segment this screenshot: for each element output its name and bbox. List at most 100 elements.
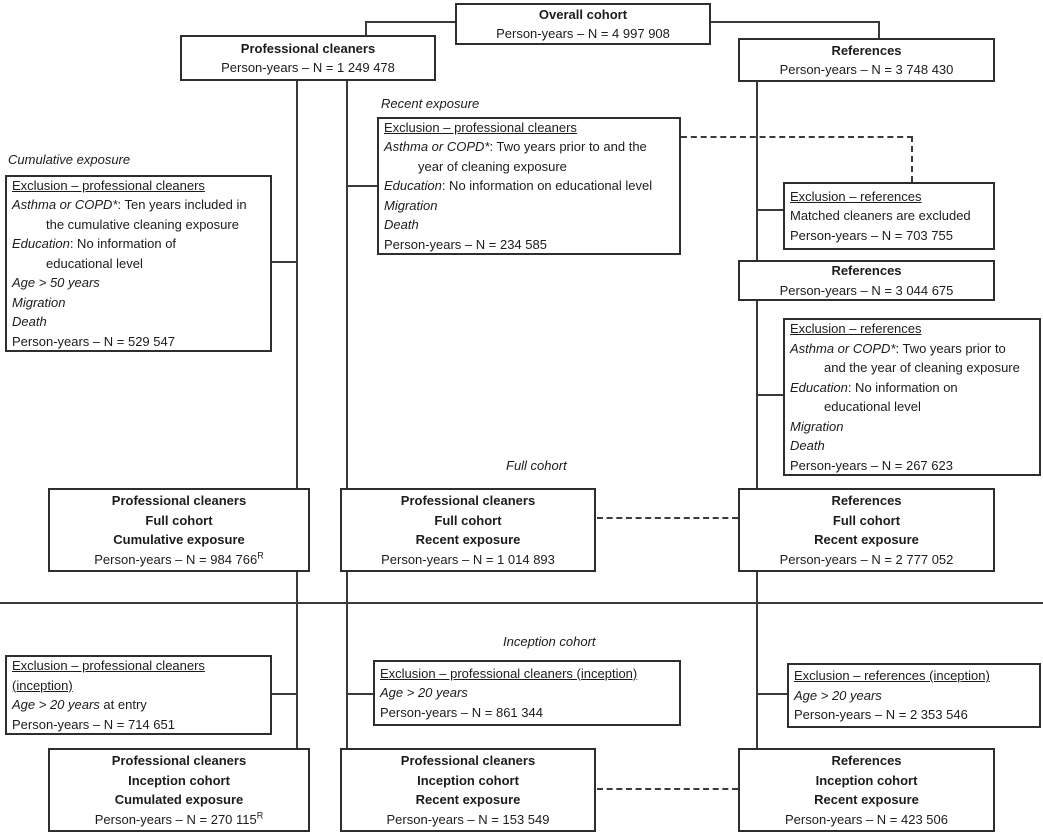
- text-segment: Age > 20 years: [380, 685, 468, 701]
- text-line: Professional cleaners: [55, 751, 303, 771]
- text-segment: Professional cleaners: [111, 753, 247, 768]
- text-segment: Person-years – N = 1 014 893: [381, 551, 555, 567]
- text-line: Exclusion – professional cleaners: [12, 656, 265, 676]
- text-segment: Person-years – N = 984 766: [94, 551, 258, 567]
- text-segment: and the year of cleaning exposure: [824, 360, 1020, 375]
- text-segment: Professional cleaners: [240, 40, 376, 56]
- text-segment: Inception cohort: [815, 772, 918, 788]
- text-segment: References: [831, 493, 902, 508]
- text-line: Recent exposure: [745, 530, 988, 550]
- text-line: Professional cleaners: [187, 39, 429, 59]
- text-segment: Migration: [12, 294, 66, 310]
- text-line: Person-years – N = 3 748 430: [745, 60, 988, 80]
- text-line: Asthma or COPD*: Ten years included in: [12, 195, 265, 215]
- label-cumulative-exposure: Cumulative exposure: [8, 152, 131, 167]
- text-segment: Age > 50 years: [12, 275, 100, 291]
- text-segment: : Two years prior to and the: [489, 139, 647, 155]
- connector-line: [296, 79, 298, 489]
- text-segment: Professional cleaners: [111, 493, 247, 508]
- text-segment: Education: [12, 236, 70, 252]
- text-segment: Exclusion – references: [790, 188, 922, 204]
- connector-line: [365, 21, 367, 37]
- text-line: Person-years – N = 714 651: [12, 715, 265, 735]
- text-segment: Person-years – N = 153 549: [386, 811, 550, 827]
- text-segment: Death: [384, 217, 419, 233]
- text-line: Recent exposure: [745, 790, 988, 810]
- text-line: Education: No information of: [12, 234, 265, 254]
- connector-line: [270, 693, 298, 695]
- text-line: Person-years – N = 2 353 546: [794, 705, 1034, 725]
- text-line: year of cleaning exposure: [384, 157, 674, 177]
- text-line: the cumulative cleaning exposure: [12, 215, 265, 235]
- label-full-cohort: Full cohort: [506, 458, 567, 473]
- text-line: Full cohort: [347, 511, 589, 531]
- text-segment: Person-years – N = 423 506: [785, 811, 948, 827]
- text-segment: : Ten years included in: [117, 197, 247, 213]
- text-segment: Person-years – N = 267 623: [790, 457, 953, 473]
- connector-line: [347, 185, 379, 187]
- text-segment: Overall cohort: [538, 6, 628, 22]
- text-segment: Person-years – N = 3 044 675: [779, 282, 954, 298]
- text-segment: Education: [790, 379, 848, 395]
- text-segment: Person-years – N = 270 115: [94, 811, 257, 827]
- text-segment: Asthma or COPD*: [384, 139, 490, 155]
- text-segment: Recent exposure: [814, 792, 919, 807]
- text-segment: educational level: [46, 255, 143, 271]
- text-line: Person-years – N = 984 766R: [55, 550, 303, 570]
- text-segment: (inception): [12, 677, 73, 693]
- text-segment: Recent exposure: [814, 532, 919, 547]
- text-line: Matched cleaners are excluded: [790, 206, 988, 226]
- text-line: Overall cohort: [462, 5, 704, 25]
- text-segment: Asthma or COPD*: [790, 340, 896, 356]
- connector-line: [756, 570, 758, 750]
- text-segment: Exclusion – professional cleaners: [12, 658, 205, 673]
- text-line: References: [745, 261, 988, 281]
- label-inception-cohort: Inception cohort: [503, 634, 596, 649]
- text-line: Age > 20 years: [380, 683, 674, 703]
- text-line: Age > 20 years at entry: [12, 695, 265, 715]
- text-line: Age > 50 years: [12, 273, 265, 293]
- text-segment: at entry: [99, 697, 147, 712]
- text-line: Asthma or COPD*: Two years prior to: [790, 339, 1034, 359]
- text-segment: Person-years – N = 703 755: [790, 227, 953, 243]
- text-line: Inception cohort: [745, 771, 988, 791]
- text-line: Recent exposure: [347, 530, 589, 550]
- text-line: Person-years – N = 423 506: [745, 810, 988, 830]
- text-segment: Education: [384, 178, 442, 194]
- text-segment: : No information of: [69, 236, 177, 252]
- text-line: Migration: [12, 293, 265, 313]
- text-segment: Matched cleaners are excluded: [790, 208, 971, 224]
- text-segment: : No information on educational level: [441, 178, 653, 194]
- text-segment: Professional cleaners: [400, 753, 536, 768]
- text-line: References: [745, 751, 988, 771]
- text-segment: Cumulated exposure: [114, 792, 244, 807]
- text-line: Exclusion – professional cleaners: [12, 176, 265, 196]
- dashed-connector-line: [597, 517, 738, 519]
- connector-line: [270, 261, 298, 263]
- text-segment: Person-years – N = 714 651: [12, 716, 175, 732]
- connector-line: [296, 570, 298, 750]
- text-line: Exclusion – professional cleaners: [384, 118, 674, 138]
- text-segment: Exclusion – professional cleaners: [12, 177, 205, 193]
- text-segment: Asthma or COPD*: [12, 197, 118, 213]
- text-segment: Exclusion – references (inception): [794, 668, 990, 684]
- text-line: Age > 20 years: [794, 686, 1034, 706]
- text-line: Full cohort: [745, 511, 988, 531]
- text-segment: Recent exposure: [415, 792, 521, 807]
- connector-line: [757, 209, 785, 211]
- text-segment: Inception cohort: [417, 772, 519, 788]
- text-segment: Person-years – N = 861 344: [380, 704, 543, 720]
- text-line: Inception cohort: [347, 771, 589, 791]
- text-line: Death: [790, 436, 1034, 456]
- connector-line: [365, 21, 457, 23]
- text-segment: References: [831, 263, 902, 278]
- text-segment: : No information on: [847, 379, 958, 395]
- text-segment: R: [256, 810, 264, 821]
- connector-line: [346, 79, 348, 489]
- text-segment: Cumulative exposure: [113, 532, 245, 547]
